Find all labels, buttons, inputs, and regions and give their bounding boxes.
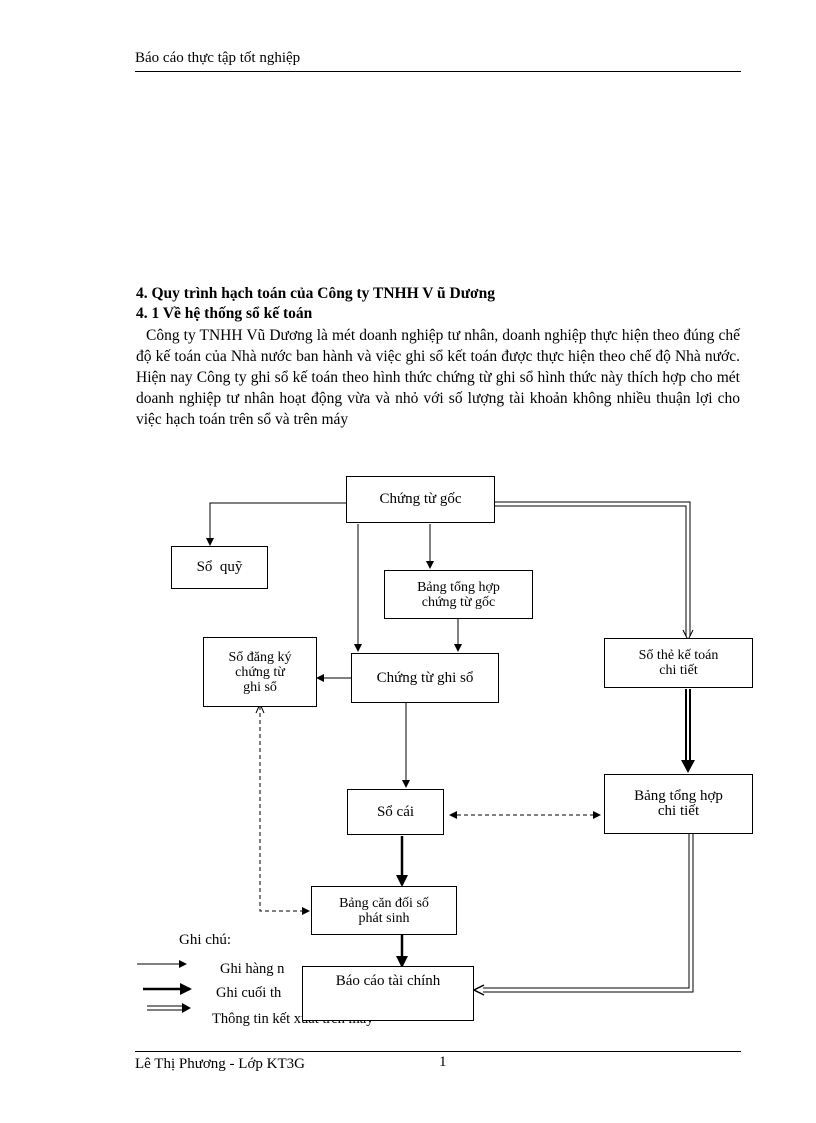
legend-title: Ghi chú:: [179, 932, 232, 948]
node-so-dang-ky-chung-tu-ghi-so: Sổ đăng ký chứng từ ghi sổ: [203, 637, 317, 707]
node-so-cai: Sổ cái: [347, 789, 444, 835]
section-heading: 4. Quy trình hạch toán của Công ty TNHH …: [136, 285, 495, 302]
legend-label-periodic: Ghi cuối th: [216, 985, 282, 1001]
footer-divider: [135, 1051, 741, 1052]
node-bao-cao-tai-chinh: Báo cáo tài chính: [302, 966, 474, 1021]
page-number: 1: [439, 1054, 447, 1070]
node-so-the-ke-toan-chi-tiet: Sổ thẻ kế toán chi tiết: [604, 638, 753, 688]
subsection-heading: 4. 1 Về hệ thống sổ kế toán: [136, 305, 313, 322]
node-so-quy: Sổ quỹ: [171, 546, 268, 589]
flow-so-dang-ky-to-can-doi-dashed: [259, 706, 310, 915]
node-chung-tu-goc: Chứng từ gốc: [346, 476, 495, 523]
node-bang-tong-hop-chung-tu-goc: Bảng tổng hợp chứng từ gốc: [384, 570, 533, 619]
header-title: Báo cáo thực tập tốt nghiệp: [135, 50, 301, 66]
node-bang-tong-hop-chi-tiet: Bảng tổng hợp chi tiết: [604, 774, 753, 834]
body-paragraph: Công ty TNHH Vũ Dương là mét doanh nghiệ…: [136, 327, 740, 428]
legend-label-daily: Ghi hàng n: [220, 961, 285, 977]
header-divider: [135, 71, 741, 72]
flow-tong-hop-ct-to-bao-cao: [483, 834, 690, 989]
flow-goc-to-so-the: [495, 501, 691, 636]
node-bang-can-doi-so-phat-sinh: Bảng căn đối số phát sinh: [311, 886, 457, 935]
flow-goc-to-so-quy: [206, 502, 346, 546]
node-chung-tu-ghi-so: Chứng từ ghi sổ: [351, 653, 499, 703]
footer-author: Lê Thị Phương - Lớp KT3G: [135, 1056, 305, 1072]
